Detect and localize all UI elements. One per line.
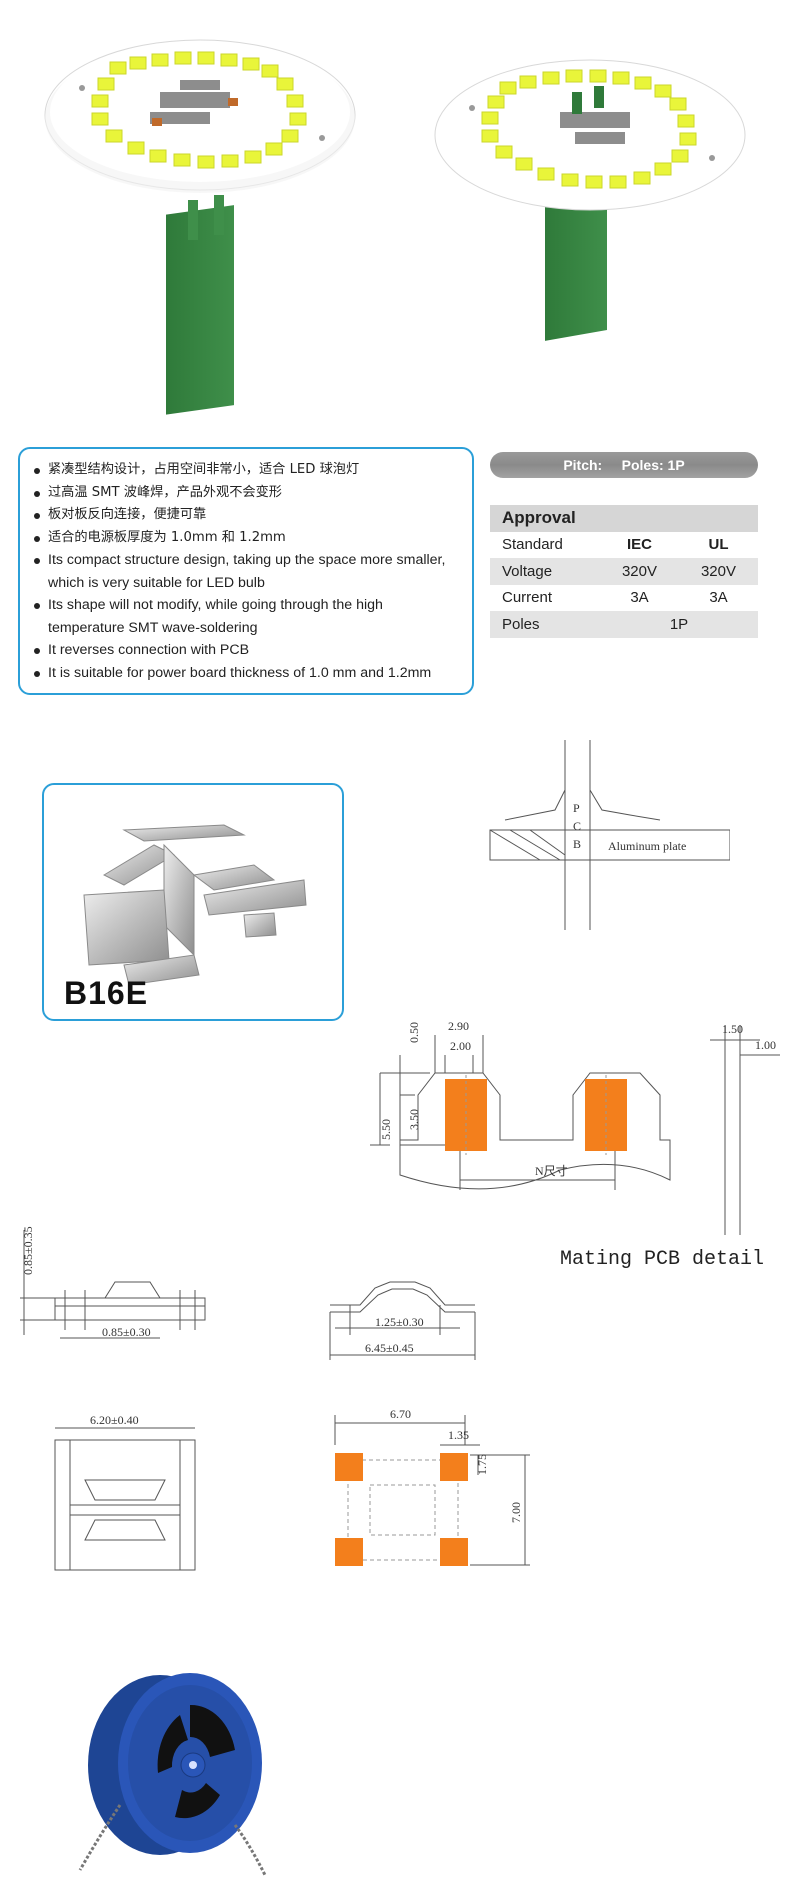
plate-label: Aluminum plate — [608, 839, 686, 853]
ul-value: 320V — [700, 562, 737, 580]
dim-label: 3.50 — [407, 1109, 421, 1130]
feature-text: Its shape will not modify, while going t… — [48, 597, 383, 613]
features-box: 紧凑型结构设计，占用空间非常小，适合 LED 球泡灯 过高温 SMT 波峰焊，产… — [18, 447, 474, 695]
row-label: Standard — [502, 536, 563, 554]
approval-row-current: Current 3A 3A — [490, 585, 758, 612]
row-label: Voltage — [502, 562, 553, 580]
dim-label: 0.50 — [407, 1022, 421, 1043]
pcb-letter: B — [573, 837, 581, 851]
poles-value: 1P — [669, 615, 689, 633]
approval-title: Approval — [490, 505, 758, 532]
dim-label: 1.35 — [448, 1428, 469, 1442]
dim-label: 1.50 — [722, 1022, 743, 1036]
approval-table: Approval Standard IEC UL Voltage 320V 32… — [490, 505, 758, 638]
feature-continuation: temperature SMT wave-soldering — [48, 619, 258, 636]
dim-label: 2.00 — [450, 1039, 471, 1053]
side-view-drawing: 0.85±0.35 0.85±0.30 — [20, 1226, 206, 1339]
led-board-render — [44, 39, 746, 415]
feature-item: It reverses connection with PCB — [32, 639, 462, 662]
dim-label: 2.90 — [448, 1019, 469, 1033]
row-label: Current — [502, 589, 553, 607]
dim-label: 1.00 — [755, 1038, 776, 1052]
feature-item: Its shape will not modify, while going t… — [32, 594, 462, 617]
feature-item: It is suitable for power board thickness… — [32, 662, 462, 685]
pcb-section-drawing: P C B Aluminum plate — [489, 740, 730, 930]
dim-label: 1.75 — [475, 1454, 489, 1475]
approval-row-voltage: Voltage 320V 320V — [490, 558, 758, 585]
iec-value: 3A — [630, 589, 649, 607]
led-board-left — [44, 39, 356, 415]
feature-continuation: which is very suitable for LED bulb — [48, 574, 265, 591]
tape-reel-render — [78, 1673, 267, 1876]
led-board-right — [434, 59, 746, 341]
dim-label: 0.85±0.30 — [102, 1325, 151, 1339]
features-list: 紧凑型结构设计，占用空间非常小，适合 LED 球泡灯 过高温 SMT 波峰焊，产… — [32, 459, 462, 684]
feature-item: Its compact structure design, taking up … — [32, 549, 462, 572]
iec-value: 320V — [621, 562, 658, 580]
front-view-drawing: 1.25±0.30 6.45±0.45 — [329, 1281, 476, 1360]
ul-value: 3A — [709, 589, 728, 607]
dim-label: 6.70 — [390, 1407, 411, 1421]
product-image-box — [42, 783, 344, 1021]
feature-text: Its compact structure design, taking up … — [48, 552, 446, 568]
feature-item: 紧凑型结构设计，占用空间非常小，适合 LED 球泡灯 — [32, 459, 462, 482]
feature-item: 适合的电源板厚度为 1.0mm 和 1.2mm — [32, 527, 462, 550]
pcb-letter: C — [573, 819, 581, 833]
approval-row-standard: Standard IEC UL — [490, 532, 758, 559]
footprint-drawing: 6.70 1.35 1.75 7.00 — [334, 1407, 530, 1566]
top-view-drawing: 6.20±0.40 — [54, 1413, 196, 1571]
iec-header: IEC — [626, 536, 652, 554]
n-dimension-label: N尺寸 — [535, 1164, 568, 1178]
dim-label: 6.20±0.40 — [90, 1413, 139, 1427]
feature-item: 过高温 SMT 波峰焊，产品外观不会变形 — [32, 482, 462, 505]
row-label: Poles — [502, 615, 540, 633]
connector-render — [83, 824, 307, 986]
product-name: B16E — [64, 975, 149, 1011]
mating-pcb-detail-drawing: 2.90 2.00 0.50 3.50 5.50 N尺寸 1.50 1.00 — [370, 1019, 780, 1235]
dim-label: 0.85±0.35 — [21, 1226, 35, 1275]
mating-pcb-caption: Mating PCB detail — [560, 1248, 765, 1271]
pitch-poles-bar: Pitch: Poles: 1P — [490, 452, 758, 478]
ul-header: UL — [708, 536, 729, 554]
dim-label: 1.25±0.30 — [375, 1315, 424, 1329]
dim-label: 6.45±0.45 — [365, 1341, 414, 1355]
dim-label: 5.50 — [379, 1119, 393, 1140]
feature-item: 板对板反向连接，便捷可靠 — [32, 504, 462, 527]
dim-label: 7.00 — [509, 1502, 523, 1523]
approval-row-poles: Poles 1P — [490, 611, 758, 638]
pcb-letter: P — [573, 801, 580, 815]
